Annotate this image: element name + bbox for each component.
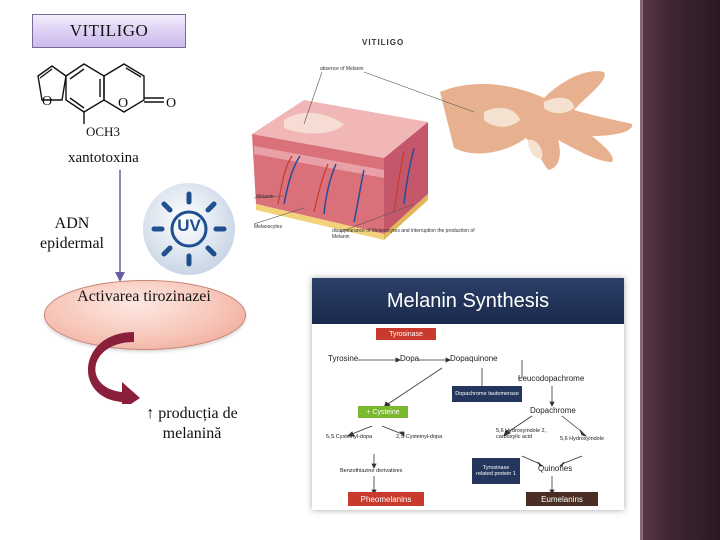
disappearance-label: disappearance of Melanocytes and interru… — [332, 228, 475, 240]
melanin-synthesis-title: Melanin Synthesis — [386, 289, 550, 312]
compound-name: xantotoxina — [68, 150, 139, 166]
quinones-node: Quinones — [538, 464, 573, 473]
melanocytes-label: Melanocytes — [254, 224, 283, 230]
dna-label: ADN epidermal — [40, 215, 104, 252]
dopa-node: Dopa — [400, 354, 420, 363]
uv-label: UV — [177, 216, 201, 235]
melanin-synthesis-header: Melanin Synthesis — [312, 278, 624, 324]
melanin-synthesis-panel: Melanin Synthesis Tyrosinase Tyrosine Do… — [312, 278, 624, 510]
skin-figure-title: VITILIGO — [362, 38, 405, 47]
process-node — [44, 280, 246, 350]
methoxy-label: OCH3 — [86, 124, 120, 139]
oxygen-atom-furan: O — [42, 94, 53, 109]
melanin-label: Melanin — [256, 194, 274, 200]
title-box: VITILIGO — [32, 14, 186, 48]
result-label: ↑ producția de melanină — [146, 405, 238, 442]
benzothiazine-node: Benzothiazine derivatives — [340, 468, 403, 474]
trp1-enzyme: Tyrosinase related protein 1 — [472, 458, 520, 484]
hydroxyindole-node: 5,6 Hydroxyindole — [560, 436, 605, 442]
cysteinyl-5s-node: 5,S Cysteinyl-dopa — [326, 434, 373, 440]
page-title: VITILIGO — [69, 21, 149, 40]
xanthotoxin-structure — [37, 63, 164, 124]
pheomelanins-product: Pheomelanins — [348, 492, 424, 506]
melanin-synthesis-arrows — [347, 357, 588, 495]
vitiligo-skin-illustration — [252, 71, 633, 240]
dopaquinone-node: Dopaquinone — [450, 354, 498, 363]
curved-arrow — [88, 332, 140, 404]
eumelanins-product: Eumelanins — [526, 492, 598, 506]
oxygen-atom-pyrone: O — [118, 96, 129, 111]
tyrosine-node: Tyrosine — [328, 354, 359, 363]
hydroxyindole-acid-node: 5,6 Hydroxyindole 2, carboxylic acid — [496, 428, 547, 440]
absence-label: absence of Melanin — [320, 66, 364, 72]
decorative-sidebar — [640, 0, 720, 540]
dopachrome-tautomerase-enzyme: Dopachrome tautomerase — [452, 386, 522, 402]
leucodopachrome-node: Leucodopachrome — [518, 374, 585, 383]
dopachrome-node: Dopachrome — [530, 406, 576, 415]
cysteinyl-2s-node: 2,S Cysteinyl-dopa — [396, 434, 443, 440]
tyrosinase-enzyme: Tyrosinase — [376, 328, 436, 340]
cysteine-tag: + Cysteine — [358, 406, 408, 418]
uv-sun-icon — [143, 183, 235, 275]
oxygen-atom-carbonyl: O — [166, 96, 177, 111]
down-arrow — [115, 170, 125, 282]
process-node-label: Activarea tirozinazei — [77, 288, 211, 305]
